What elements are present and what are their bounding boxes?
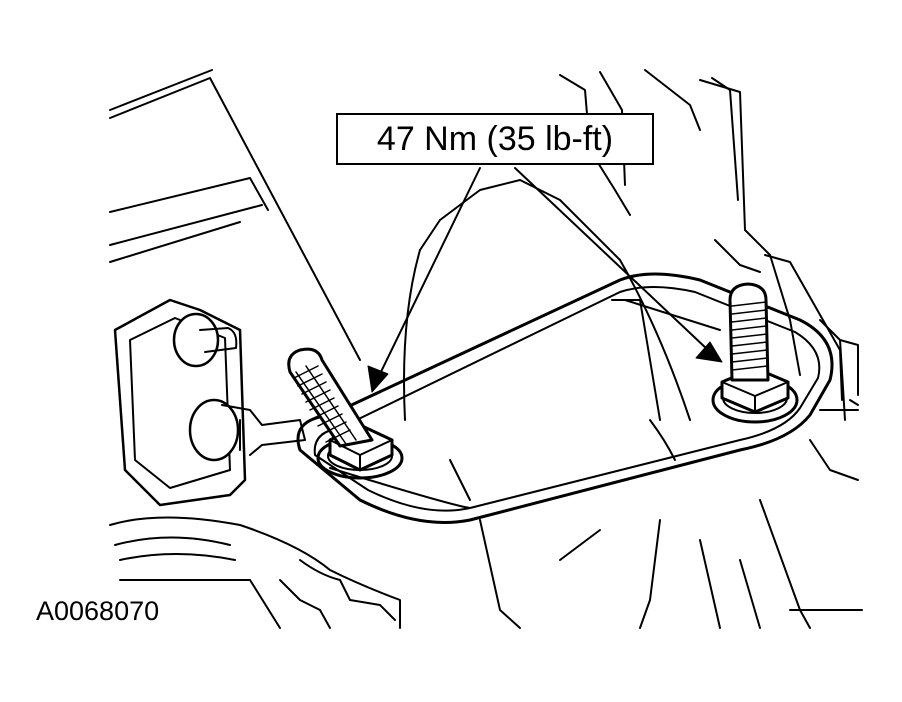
torque-spec-label: 47 Nm (35 lb-ft): [376, 119, 614, 158]
oxygen-sensor-bracket: [113, 298, 306, 507]
callout-arrowheads: [367, 341, 723, 393]
lower-heat-shield: [109, 516, 401, 629]
figure-id-label: A0068070: [36, 596, 160, 626]
left-stud-and-nut: [287, 347, 404, 480]
converter-body: [403, 179, 691, 629]
right-stud-and-nut: [711, 282, 799, 424]
callout-leaders: [377, 167, 709, 379]
torque-callout: 47 Nm (35 lb-ft): [336, 113, 654, 165]
